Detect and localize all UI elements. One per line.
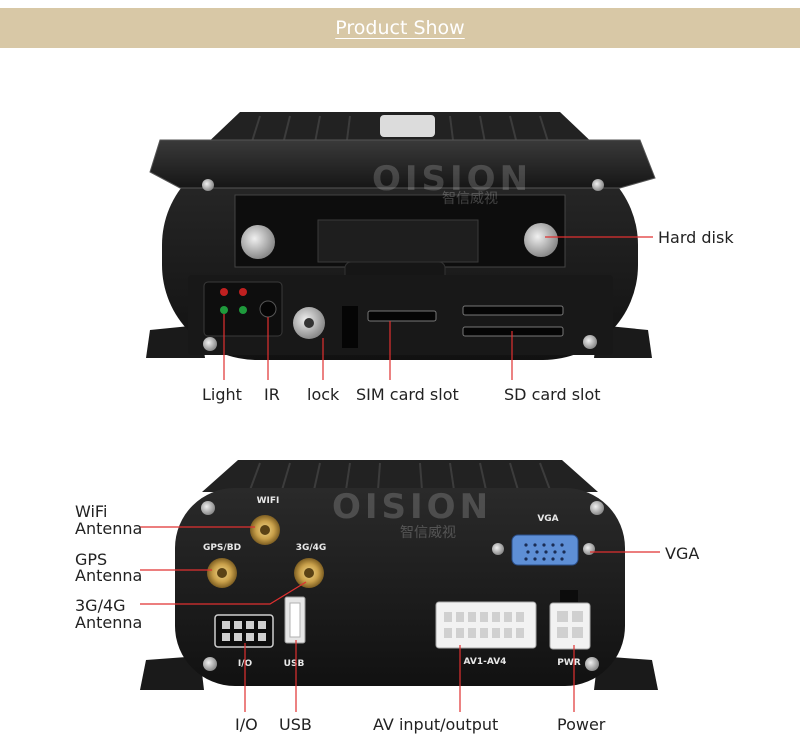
rear-screw-top-left xyxy=(201,501,215,515)
io-pins xyxy=(222,621,266,641)
front-latch xyxy=(380,115,435,137)
rear-screw-top-right xyxy=(590,501,604,515)
sim-card-slot-label: SIM card slot xyxy=(356,385,459,404)
g34-callout-line xyxy=(140,581,307,605)
ir-sensor xyxy=(259,300,277,318)
vga-connector xyxy=(511,534,579,566)
av-port-marking: AV1-AV4 xyxy=(464,657,507,667)
banner-title: Product Show xyxy=(335,17,465,39)
wifi-label-line2: Antenna xyxy=(75,519,143,538)
lock-label: lock xyxy=(307,385,340,404)
av-pins xyxy=(444,612,524,638)
g34-label-line1: 3G/4G xyxy=(75,596,126,615)
rear-brand-watermark: OISION xyxy=(332,487,492,527)
av-connector xyxy=(435,601,537,649)
indicator-light-green-2 xyxy=(239,306,247,314)
hard-disk-knob-right xyxy=(524,223,558,257)
front-device: OISION 智信威视 xyxy=(146,112,656,360)
front-brand-chinese: 智信威视 xyxy=(442,191,498,207)
rear-brand-chinese: 智信威视 xyxy=(400,525,456,541)
sd-card-slot-2 xyxy=(462,326,564,337)
power-pins xyxy=(557,611,583,638)
vga-screw-right xyxy=(583,543,595,555)
section-banner: Product Show xyxy=(0,8,800,48)
vga-pins xyxy=(524,543,566,561)
io-label: I/O xyxy=(235,715,258,734)
front-vent-slot xyxy=(342,306,358,348)
av-input-output-label: AV input/output xyxy=(373,715,499,734)
rear-top-hood xyxy=(202,460,598,492)
indicator-light-red-2 xyxy=(239,288,247,296)
g34-label-line2: Antenna xyxy=(75,613,143,632)
front-open-tray xyxy=(149,139,656,189)
sim-card-slot xyxy=(367,310,437,322)
wifi-label-line1: WiFi xyxy=(75,502,108,521)
rear-mount-foot-left xyxy=(140,656,204,690)
rear-callout-lines xyxy=(140,526,660,712)
gps-label-line2: Antenna xyxy=(75,566,143,585)
light-label: Light xyxy=(202,385,242,404)
front-screw-right xyxy=(583,335,597,349)
front-brand-watermark: OISION xyxy=(372,159,532,199)
vga-port-marking: VGA xyxy=(537,514,558,524)
lock-keyhole xyxy=(304,318,314,328)
wifi-antenna-pin xyxy=(260,525,270,535)
pwr-port-marking: PWR xyxy=(557,658,581,668)
sd-card-slot-1 xyxy=(462,305,564,316)
indicator-light-red-1 xyxy=(220,288,228,296)
gps-antenna-pin xyxy=(217,568,227,578)
ir-label: IR xyxy=(264,385,280,404)
wifi-port-marking: WIFI xyxy=(257,496,280,506)
front-callout-lines xyxy=(223,236,653,380)
hard-disk xyxy=(317,219,479,263)
io-connector xyxy=(214,614,274,648)
front-screw-left xyxy=(203,337,217,351)
g34-antenna-pin xyxy=(304,568,314,578)
usb-port-tongue xyxy=(289,602,301,638)
hard-disk-knob-left xyxy=(241,225,275,259)
gps-label-line1: GPS xyxy=(75,550,108,569)
gps-port-marking: GPS/BD xyxy=(203,543,241,553)
rear-fins xyxy=(249,462,551,491)
power-connector-latch xyxy=(560,590,578,602)
usb-label: USB xyxy=(279,715,312,734)
indicator-light-green-1 xyxy=(220,306,228,314)
vga-label: VGA xyxy=(665,544,700,563)
front-tray-screw-right xyxy=(592,179,604,191)
rear-screw-bottom-right xyxy=(585,657,599,671)
vga-screw-left xyxy=(492,543,504,555)
front-tray-screw-left xyxy=(202,179,214,191)
power-connector xyxy=(549,602,591,650)
sd-card-slot-label: SD card slot xyxy=(504,385,601,404)
usb-port-marking: USB xyxy=(284,659,305,669)
rear-screw-bottom-left xyxy=(203,657,217,671)
power-label: Power xyxy=(557,715,606,734)
g34-port-marking: 3G/4G xyxy=(296,543,327,553)
hard-disk-label: Hard disk xyxy=(658,228,734,247)
rear-device: OISION 智信威视 WIFI GPS/BD 3G/4G VGA I/O US… xyxy=(140,460,658,690)
